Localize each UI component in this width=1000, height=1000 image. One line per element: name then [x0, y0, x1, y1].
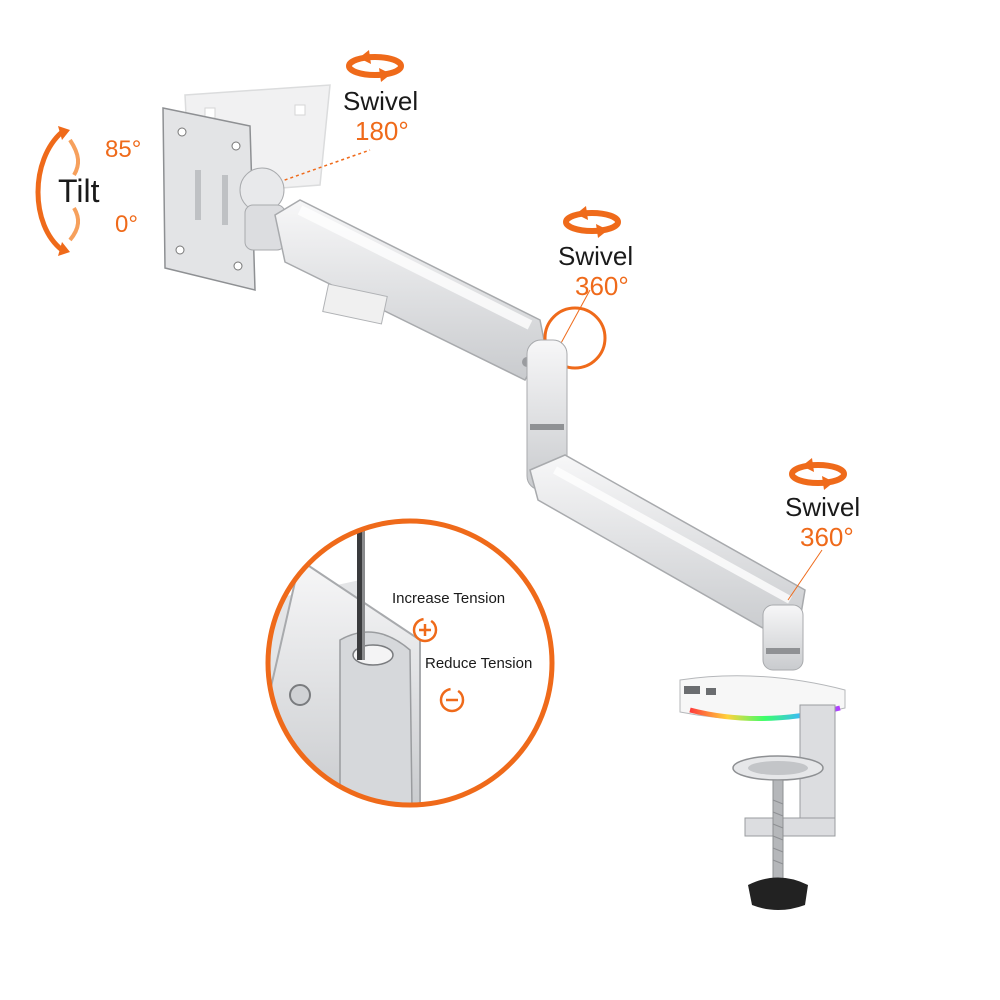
swivel-rotate-icon [789, 458, 847, 490]
desk-clamp [732, 704, 836, 910]
swivel-rotate-icon [346, 50, 404, 82]
head-swivel-label: Swivel [343, 86, 419, 116]
tilt-rotate-icon [35, 126, 81, 256]
lower-arm [529, 454, 806, 636]
upper-arm [274, 199, 546, 381]
elbow-swivel-label: Swivel [558, 241, 634, 271]
plus-circle-icon [412, 617, 438, 643]
tilt-max-angle: 85° [105, 136, 142, 163]
base-swivel-angle: 360° [800, 522, 854, 552]
reduce-tension-label: Reduce Tension [425, 655, 533, 672]
minus-circle-icon [439, 687, 465, 713]
tilt-head-joint [239, 167, 286, 251]
vesa-plate [162, 107, 256, 291]
tilt-min-angle: 0° [115, 211, 138, 238]
tension-zoom-detail [265, 518, 555, 808]
head-swivel-angle: 180° [355, 116, 409, 146]
elbow-pointer-line [559, 289, 591, 346]
elbow-swivel-angle: 360° [575, 271, 629, 301]
base-post [762, 604, 804, 671]
swivel-rotate-icon [563, 206, 621, 238]
increase-tension-label: Increase Tension [392, 590, 506, 607]
tilt-label: Tilt [58, 173, 100, 209]
base-pointer-line [787, 549, 823, 601]
base-swivel-label: Swivel [785, 492, 861, 522]
elbow-highlight-circle [543, 306, 607, 370]
